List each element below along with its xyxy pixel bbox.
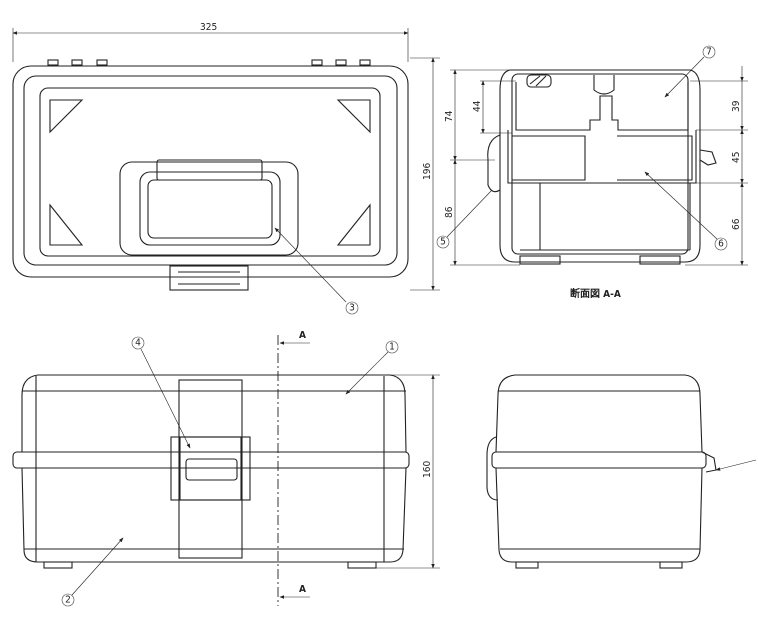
section-marker-top: A [299,330,306,341]
dim-45: 45 [731,152,742,163]
dim-86: 86 [444,206,455,218]
callout-2: 2 [65,595,71,606]
top-view: 325 196 3 [12,22,440,315]
callout-1: 1 [389,342,395,353]
dim-44: 44 [472,100,483,112]
callout-6: 6 [718,239,724,250]
section-view: 74 86 44 39 45 66 7 6 5 断面図 A-A [436,45,748,300]
front-view: A A 160 4 1 2 [12,330,440,607]
section-title: 断面図 A-A [570,287,621,300]
callout-4: 4 [135,338,141,349]
callout-5: 5 [440,237,446,248]
side-view [486,374,757,569]
dim-top-depth: 196 [422,163,433,180]
section-marker-bottom: A [299,584,306,595]
callout-3: 3 [349,303,355,314]
dim-66: 66 [731,218,742,230]
callout-7: 7 [706,47,712,58]
dim-39: 39 [731,100,742,112]
dim-74: 74 [444,110,455,122]
dim-top-width: 325 [200,22,217,33]
dim-front-height: 160 [422,461,433,478]
